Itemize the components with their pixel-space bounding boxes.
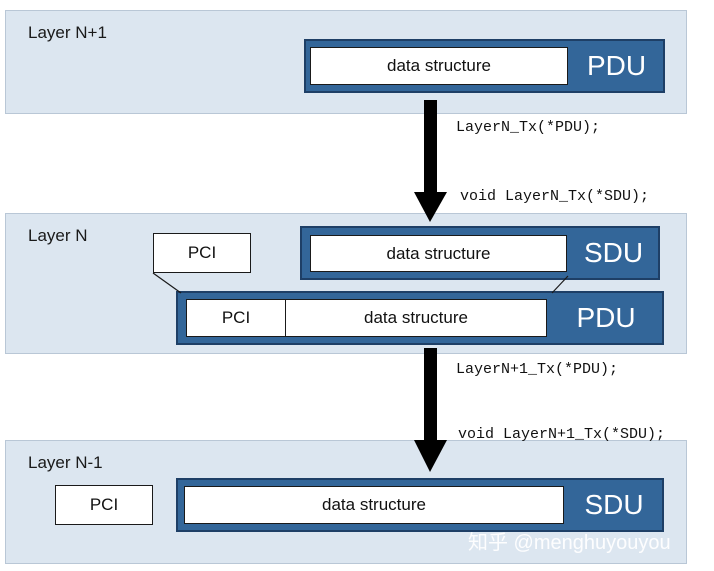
layern1-tx-sdu-call: void LayerN+1_Tx(*SDU);: [458, 426, 666, 443]
top-data-structure-box: data structure: [310, 47, 568, 85]
mid-sdu-tag: SDU: [583, 237, 644, 268]
mid-pdu-data-structure-box: data structure: [285, 299, 547, 337]
layer-n-minus-1-label: Layer N-1: [28, 453, 103, 472]
layer-n-plus-1-label: Layer N+1: [28, 23, 107, 42]
mid-pdu-tag: PDU: [576, 302, 636, 333]
layern-tx-pdu-call: LayerN_Tx(*PDU);: [456, 119, 601, 136]
layer-n-label: Layer N: [28, 226, 88, 245]
layern-tx-sdu-call: void LayerN_Tx(*SDU);: [460, 188, 650, 205]
bottom-pci-box: PCI: [55, 485, 153, 525]
mid-pdu-block: PCI data structure PDU: [176, 291, 664, 345]
pci-connector-left: [152, 272, 182, 294]
layern1-tx-pdu-call: LayerN+1_Tx(*PDU);: [456, 361, 619, 378]
mid-sdu-block: data structure SDU: [300, 226, 660, 280]
down-arrow-top: [414, 100, 447, 222]
down-arrow-bottom: [414, 348, 447, 472]
bottom-sdu-tag: SDU: [584, 489, 644, 520]
bottom-data-structure-box: data structure: [184, 486, 564, 524]
mid-pci-box: PCI: [153, 233, 251, 273]
mid-sdu-data-structure-box: data structure: [310, 235, 567, 272]
sdu-connector-right: [551, 275, 569, 294]
top-pdu-tag: PDU: [586, 50, 647, 81]
top-pdu-block: data structure PDU: [304, 39, 665, 93]
mid-pdu-pci-box: PCI: [186, 299, 286, 337]
watermark: 知乎 @menghuyouyou: [468, 532, 671, 554]
bottom-sdu-block: data structure SDU: [176, 478, 664, 532]
